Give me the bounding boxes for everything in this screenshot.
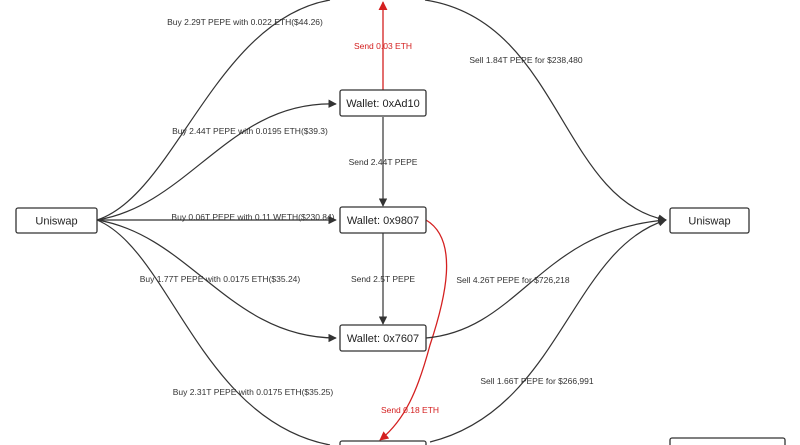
label-sell-top: Sell 1.84T PEPE for $238,480 — [469, 55, 583, 65]
edge-sell-bottom — [429, 218, 667, 443]
label-buy-bottom: Buy 2.31T PEPE with 0.0175 ETH($35.25) — [173, 387, 334, 397]
label-send-ad10-9807: Send 2.44T PEPE — [349, 157, 418, 167]
edge-buy-7607 — [96, 219, 337, 343]
edge-buy-bottom — [96, 219, 331, 445]
node-box-bottom-right[interactable] — [669, 437, 786, 445]
node-label: Wallet: 0x9807 — [347, 215, 419, 227]
node-wallet-ad10[interactable]: Wallet: 0xAd10 — [339, 89, 427, 117]
node-label: Wallet: 0x7607 — [347, 333, 419, 345]
label-buy-ad10: Buy 2.44T PEPE with 0.0195 ETH($39.3) — [172, 126, 328, 136]
edge-sell-top — [424, 0, 667, 223]
node-wallet-7607[interactable]: Wallet: 0x7607 — [339, 324, 427, 352]
node-label: Uniswap — [688, 216, 730, 228]
label-buy-top: Buy 2.29T PEPE with 0.022 ETH($44.26) — [167, 17, 323, 27]
label-buy-7607: Buy 1.77T PEPE with 0.0175 ETH($35.24) — [140, 274, 301, 284]
node-wallet-bottom[interactable] — [339, 440, 427, 445]
label-sell-bottom: Sell 1.66T PEPE for $266,991 — [480, 376, 594, 386]
edge-send-eth-bottom — [379, 219, 448, 441]
edge-sell-7607 — [425, 216, 667, 339]
label-send-eth-bottom: Send 0.18 ETH — [381, 405, 439, 415]
label-sell-7607: Sell 4.26T PEPE for $726,218 — [456, 275, 570, 285]
node-label: Wallet: 0xAd10 — [346, 98, 420, 110]
node-label: Uniswap — [35, 216, 77, 228]
label-buy-9807: Buy 0.06T PEPE with 0.11 WETH($230.84) — [171, 212, 334, 222]
node-uniswap-left[interactable]: Uniswap — [15, 207, 98, 234]
edge-buy-top — [96, 0, 331, 221]
label-send-9807-7607: Send 2.5T PEPE — [351, 274, 415, 284]
label-send-eth-top: Send 0.03 ETH — [354, 41, 412, 51]
node-wallet-9807[interactable]: Wallet: 0x9807 — [339, 206, 427, 234]
edge-buy-ad10 — [96, 99, 337, 221]
node-uniswap-right[interactable]: Uniswap — [669, 207, 750, 234]
